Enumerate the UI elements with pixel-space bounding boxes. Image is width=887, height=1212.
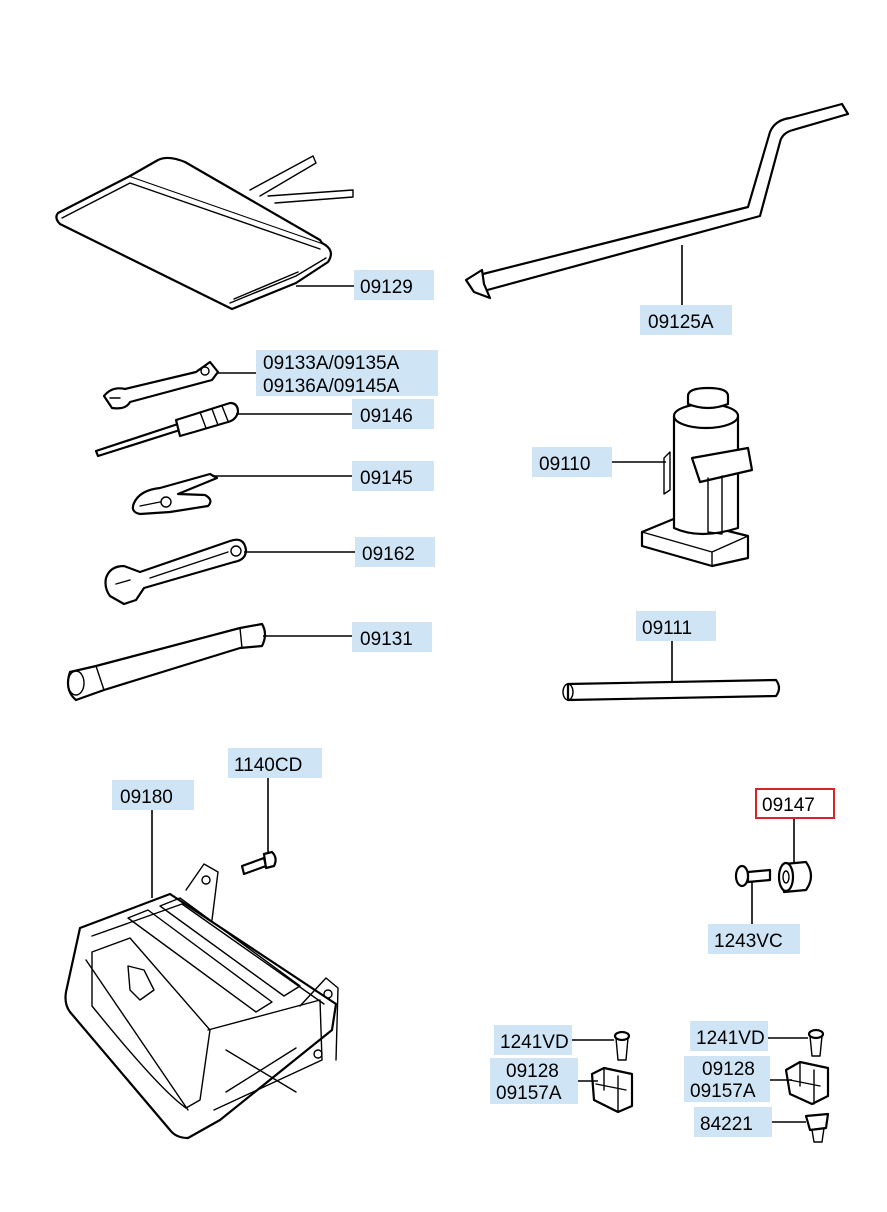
label-tray[interactable]: 09180 (112, 780, 194, 810)
svg-text:09146: 09146 (360, 406, 413, 427)
svg-text:09147: 09147 (762, 795, 815, 816)
svg-text:1243VC: 1243VC (714, 931, 783, 952)
collar-bolt[interactable] (734, 864, 772, 888)
clip-a-bolt[interactable] (613, 1030, 631, 1061)
svg-text:1241VD: 1241VD (696, 1028, 765, 1049)
svg-text:09157A: 09157A (496, 1083, 562, 1104)
label-clip-a-parts[interactable]: 09128 09157A (490, 1058, 578, 1104)
tray-bolt[interactable] (240, 850, 277, 876)
svg-text:09128: 09128 (702, 1059, 755, 1080)
spanner[interactable] (102, 360, 220, 410)
clip-a-bracket[interactable] (590, 1066, 634, 1114)
tool-bag[interactable] (55, 155, 354, 311)
svg-text:09180: 09180 (120, 787, 173, 808)
svg-text:09111: 09111 (642, 618, 692, 639)
svg-text:09133A/09135A: 09133A/09135A (263, 353, 400, 374)
svg-text:09125A: 09125A (648, 312, 714, 333)
label-bag[interactable]: 09129 (354, 270, 434, 300)
label-clip-b-screw[interactable]: 84221 (694, 1107, 772, 1137)
label-spanner[interactable]: 09133A/09135A 09136A/09145A (256, 350, 438, 397)
screwdriver[interactable] (94, 401, 240, 458)
svg-text:09157A: 09157A (690, 1081, 756, 1102)
svg-text:09129: 09129 (360, 277, 413, 298)
label-pliers[interactable]: 09145 (352, 461, 434, 491)
bottle-jack[interactable] (640, 386, 754, 568)
adjustable-wrench[interactable] (104, 538, 248, 606)
label-handle[interactable]: 09125A (640, 305, 732, 335)
label-clip-b-bolt[interactable]: 1241VD (690, 1021, 768, 1051)
svg-text:09145: 09145 (360, 468, 413, 489)
label-collar-bolt[interactable]: 1243VC (708, 924, 800, 954)
label-clip-a-bolt[interactable]: 1241VD (494, 1025, 572, 1055)
highlight-box (755, 788, 835, 819)
svg-text:84221: 84221 (700, 1114, 753, 1135)
pliers[interactable] (131, 472, 219, 516)
jack-handle[interactable] (464, 102, 850, 300)
collar[interactable] (777, 860, 813, 894)
label-screwdriver[interactable]: 09146 (352, 399, 434, 429)
jack-tray[interactable] (64, 863, 339, 1140)
clip-b-bracket[interactable] (784, 1060, 830, 1106)
svg-text:09136A/09145A: 09136A/09145A (263, 376, 400, 397)
extension-bar[interactable] (562, 678, 781, 702)
label-jack[interactable]: 09110 (532, 447, 612, 477)
svg-text:09162: 09162 (362, 544, 415, 565)
label-box-wrench[interactable]: 09131 (352, 622, 432, 652)
clip-b-bolt[interactable] (807, 1028, 825, 1057)
box-wrench[interactable] (66, 622, 267, 702)
label-collar[interactable]: 09147 (755, 788, 835, 819)
clip-b-screw[interactable] (804, 1112, 830, 1143)
svg-text:09131: 09131 (360, 629, 413, 650)
svg-text:1140CD: 1140CD (234, 755, 302, 776)
svg-text:09128: 09128 (506, 1061, 559, 1082)
svg-text:09110: 09110 (539, 454, 590, 475)
label-clip-b-parts[interactable]: 09128 09157A (684, 1056, 770, 1102)
label-adj-wrench[interactable]: 09162 (355, 537, 435, 567)
label-bar[interactable]: 09111 (636, 611, 716, 641)
label-tray-bolt[interactable]: 1140CD (228, 748, 322, 778)
svg-text:1241VD: 1241VD (500, 1032, 569, 1053)
